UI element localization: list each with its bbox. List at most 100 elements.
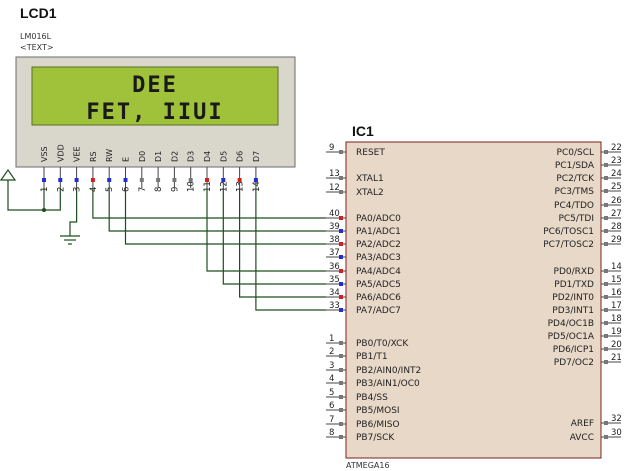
lcd-pin-d2[interactable]: D29 [170,151,180,192]
mcu-pin-marker [604,269,608,273]
lcd-pin-vdd[interactable]: VDD 2 [56,144,66,192]
lcd-pin-number: 5 [105,187,115,192]
lcd-pin-marker [221,178,226,182]
lcd-pin-number: 2 [56,187,66,192]
lcd-line-1: DEE [132,73,178,98]
mcu-pin-label: PC1/SDA [555,161,595,171]
mcu-pin-number: 17 [611,301,622,311]
mcu-pin-number: 4 [329,374,334,384]
wire-data-36 [206,188,326,272]
lcd-pin-number: 1 [40,187,50,192]
mcu-pin-label: PA4/ADC4 [356,267,401,277]
mcu-pin-label: PA2/ADC2 [356,240,401,250]
mcu-pin-marker [604,242,608,246]
mcu-pin-marker [604,229,608,233]
lcd-pin-number: 12 [219,181,229,192]
mcu-pin-marker [339,368,343,372]
lcd-pin-label: RW [105,149,114,162]
lcd-pin-number: 11 [203,181,213,192]
lcd-pin-d0[interactable]: D07 [138,151,148,192]
lcd-line-2: FET, IIUI [86,100,223,125]
ic-ref-label: IC1 [352,123,374,139]
mcu-pin-number: 34 [329,288,340,298]
lcd-pin-rs[interactable]: RS4 [89,151,99,192]
lcd-pin-label: VDD [56,144,65,162]
mcu-pin-number: 7 [329,415,334,425]
mcu-pin-number: 21 [611,353,622,363]
lcd-ref-label: LCD1 [20,5,57,21]
lcd-pin-label: RS [89,151,98,162]
mcu-pin-label: PB0/T0/XCK [356,339,409,349]
lcd-pin-rw[interactable]: RW 5 [105,149,115,192]
mcu-pin-label: PA3/ADC3 [356,253,401,263]
mcu-pin-marker [604,176,608,180]
lcd-pin-e[interactable]: E6 [122,157,132,192]
mcu-pin-number: 26 [611,196,622,206]
mcu-pin-number: 6 [329,401,334,411]
mcu-pin-label: PB7/SCK [356,433,395,443]
lcd-pin-label: VEE [73,146,82,162]
mcu-pin-label: PD4/OC1B [548,319,594,329]
lcd-pin-number: 14 [252,181,262,192]
mcu-pin-marker [604,150,608,154]
lcd-pin-d1[interactable]: D18 [154,151,164,192]
lcd-text-tag: <TEXT> [20,43,54,52]
mcu-pin-label: PA6/ADC6 [356,293,401,303]
lcd-pin-number: 9 [170,187,180,192]
lcd-pin-marker [107,178,112,182]
mcu-pin-number: 39 [329,222,340,232]
mcu-pin-number: 13 [329,169,340,179]
mcu-pin-number: 32 [611,414,622,424]
mcu-pin-marker [339,255,343,259]
lcd-pin-marker [42,178,46,182]
power-symbol [0,168,17,181]
mcu-pin-number: 24 [611,169,622,179]
